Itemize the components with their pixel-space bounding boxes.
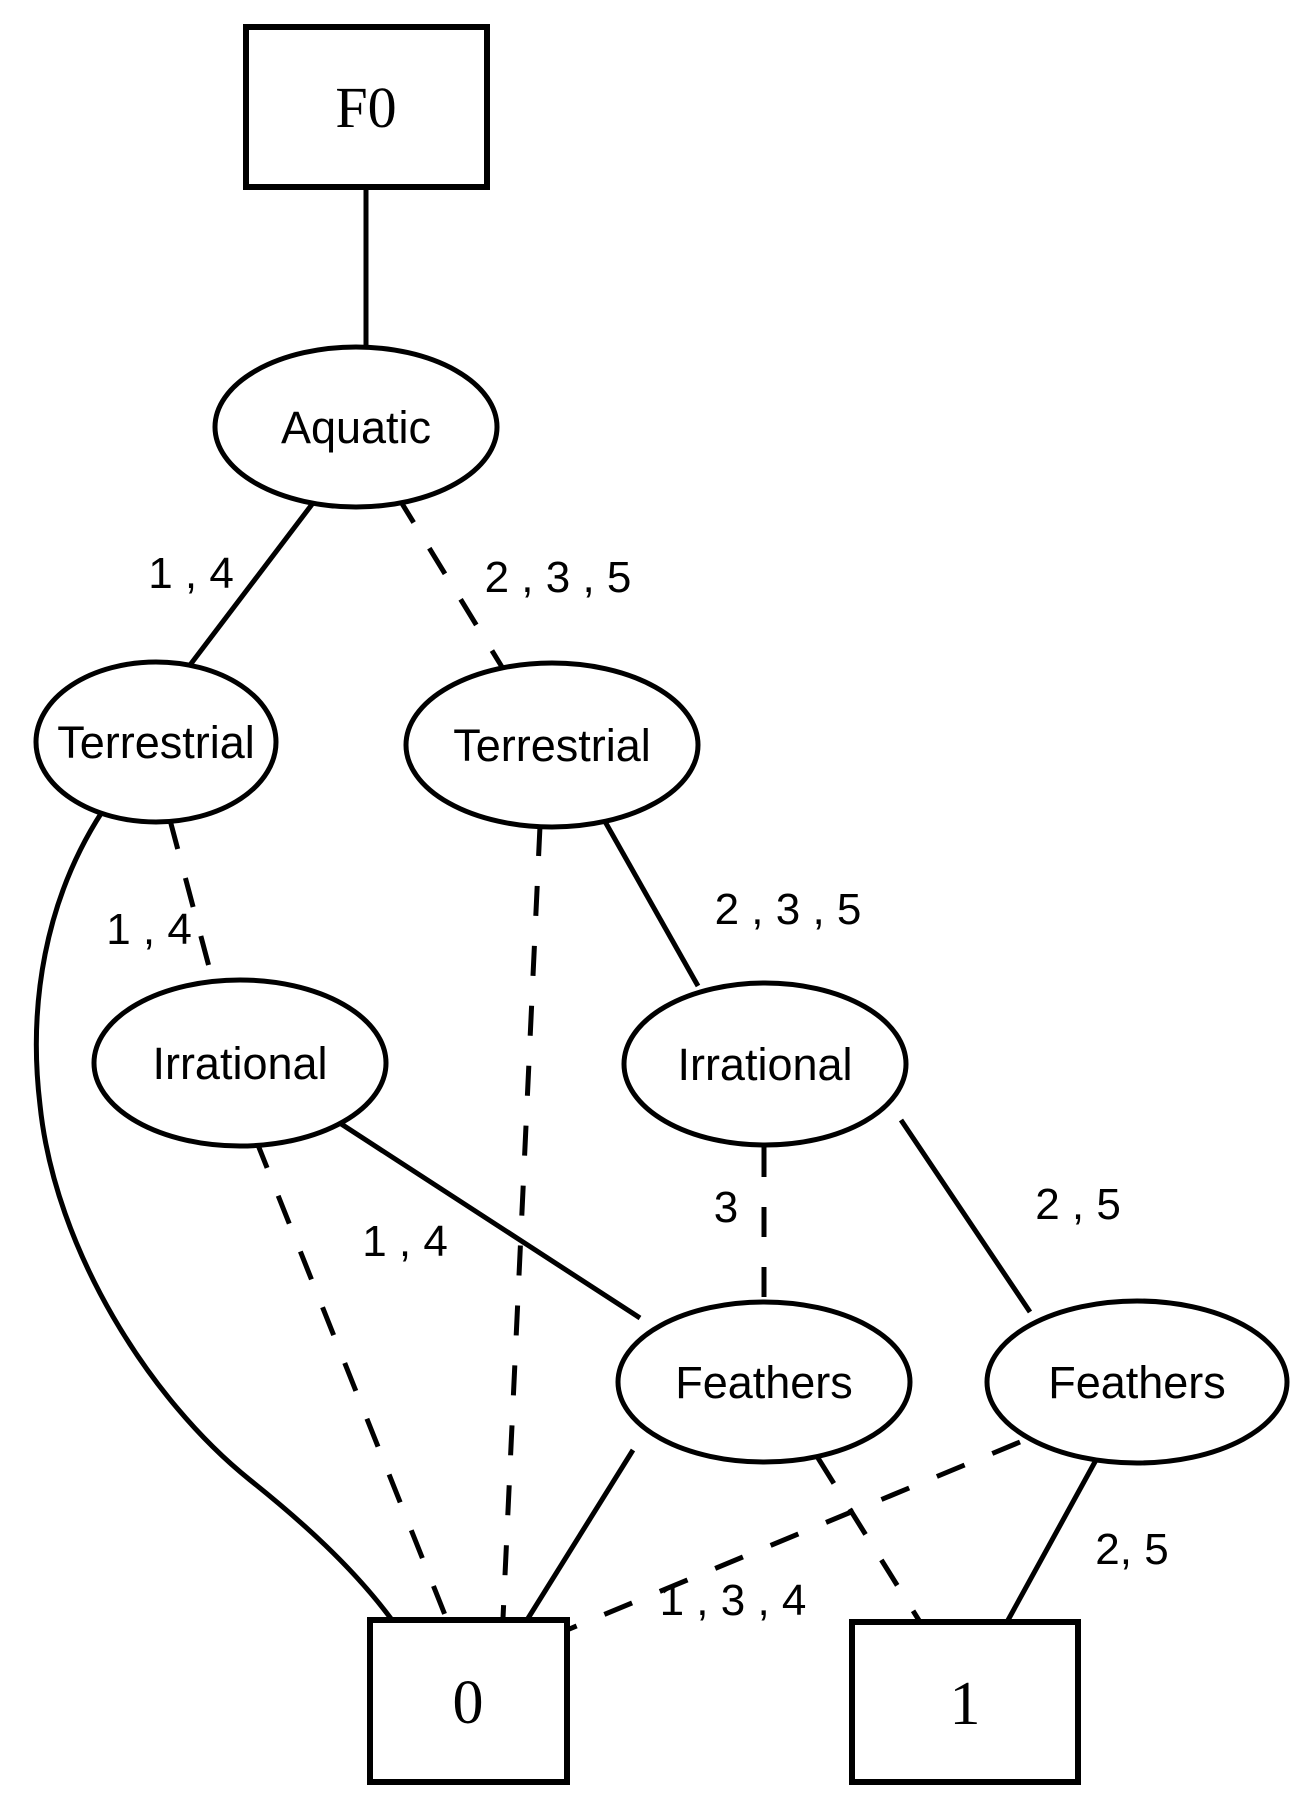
- edge-aquatic-terrestrial-left: [188, 501, 315, 667]
- edge-label-irrational-right-feathers-left: 3: [714, 1183, 738, 1232]
- edge-feathers-left-zero: [524, 1448, 636, 1622]
- terrestrial-right-label: Terrestrial: [453, 720, 651, 771]
- terrestrial-right-ellipse: [403, 660, 701, 830]
- edge-feathers-right-zero: [566, 1439, 1021, 1633]
- edge-label-irrational-right-feathers-right: 2 , 5: [1035, 1180, 1121, 1229]
- feathers-left-node: Feathers: [615, 1299, 913, 1465]
- edge-terrestrial-right-zero: [500, 825, 543, 1619]
- f0-box: [243, 24, 490, 190]
- edge-feathers-left-one: [815, 1456, 923, 1624]
- terminal-1: 1: [849, 1619, 1081, 1785]
- feathers-right-label: Feathers: [1048, 1357, 1226, 1408]
- terrestrial-right-node: Terrestrial: [403, 660, 701, 830]
- feathers-right-node: Feathers: [984, 1298, 1290, 1466]
- feathers-left-ellipse: [615, 1299, 913, 1465]
- edge-feathers-right-one: [1004, 1458, 1099, 1624]
- terrestrial-left-node: Terrestrial: [33, 659, 279, 825]
- irrational-right-node: Irrational: [621, 980, 909, 1148]
- terminal-1-box: [849, 1619, 1081, 1785]
- edge-label-aquatic-terrestrial-right: 2 , 3 , 5: [485, 553, 632, 602]
- edge-terrestrial-right-irrational-right: [600, 816, 701, 988]
- terminal-1-label: 1: [950, 1670, 981, 1738]
- f0-label: F0: [335, 75, 396, 140]
- edge-label-feathers-right-one: 2, 5: [1095, 1525, 1168, 1574]
- irrational-right-label: Irrational: [677, 1039, 852, 1090]
- terrestrial-left-ellipse: [33, 659, 279, 825]
- feathers-left-label: Feathers: [675, 1357, 853, 1408]
- irrational-right-ellipse: [621, 980, 909, 1148]
- terminal-0-label: 0: [453, 1669, 484, 1737]
- edge-label-feathers-right-zero: 1 , 3 , 4: [660, 1576, 807, 1625]
- aquatic-ellipse: [212, 344, 500, 510]
- edge-irrational-left-zero: [253, 1139, 450, 1621]
- edge-irrational-right-feathers-right: [898, 1118, 1033, 1314]
- aquatic-label: Aquatic: [281, 402, 431, 453]
- terminal-0-box: [367, 1617, 570, 1785]
- edge-label-aquatic-terrestrial-left: 1 , 4: [148, 549, 234, 598]
- terminal-0: 0: [367, 1617, 570, 1785]
- aquatic-node: Aquatic: [212, 344, 500, 510]
- irrational-left-ellipse: [91, 977, 389, 1149]
- edge-terrestrial-left-irrational-left: [167, 819, 215, 979]
- irrational-left-node: Irrational: [91, 977, 389, 1149]
- edge-irrational-left-feathers-left: [330, 1115, 642, 1321]
- feathers-right-ellipse: [984, 1298, 1290, 1466]
- irrational-left-label: Irrational: [152, 1038, 327, 1089]
- edge-terrestrial-left-zero: [33, 810, 395, 1622]
- edge-label-terrestrial-right-irrational-right: 2 , 3 , 5: [715, 885, 862, 934]
- f0-node: F0: [243, 24, 490, 190]
- terrestrial-left-label: Terrestrial: [57, 717, 255, 768]
- edge-label-irrational-left-feathers-left: 1 , 4: [362, 1217, 448, 1266]
- edge-label-terrestrial-left-irrational-left: 1 , 4: [106, 905, 192, 954]
